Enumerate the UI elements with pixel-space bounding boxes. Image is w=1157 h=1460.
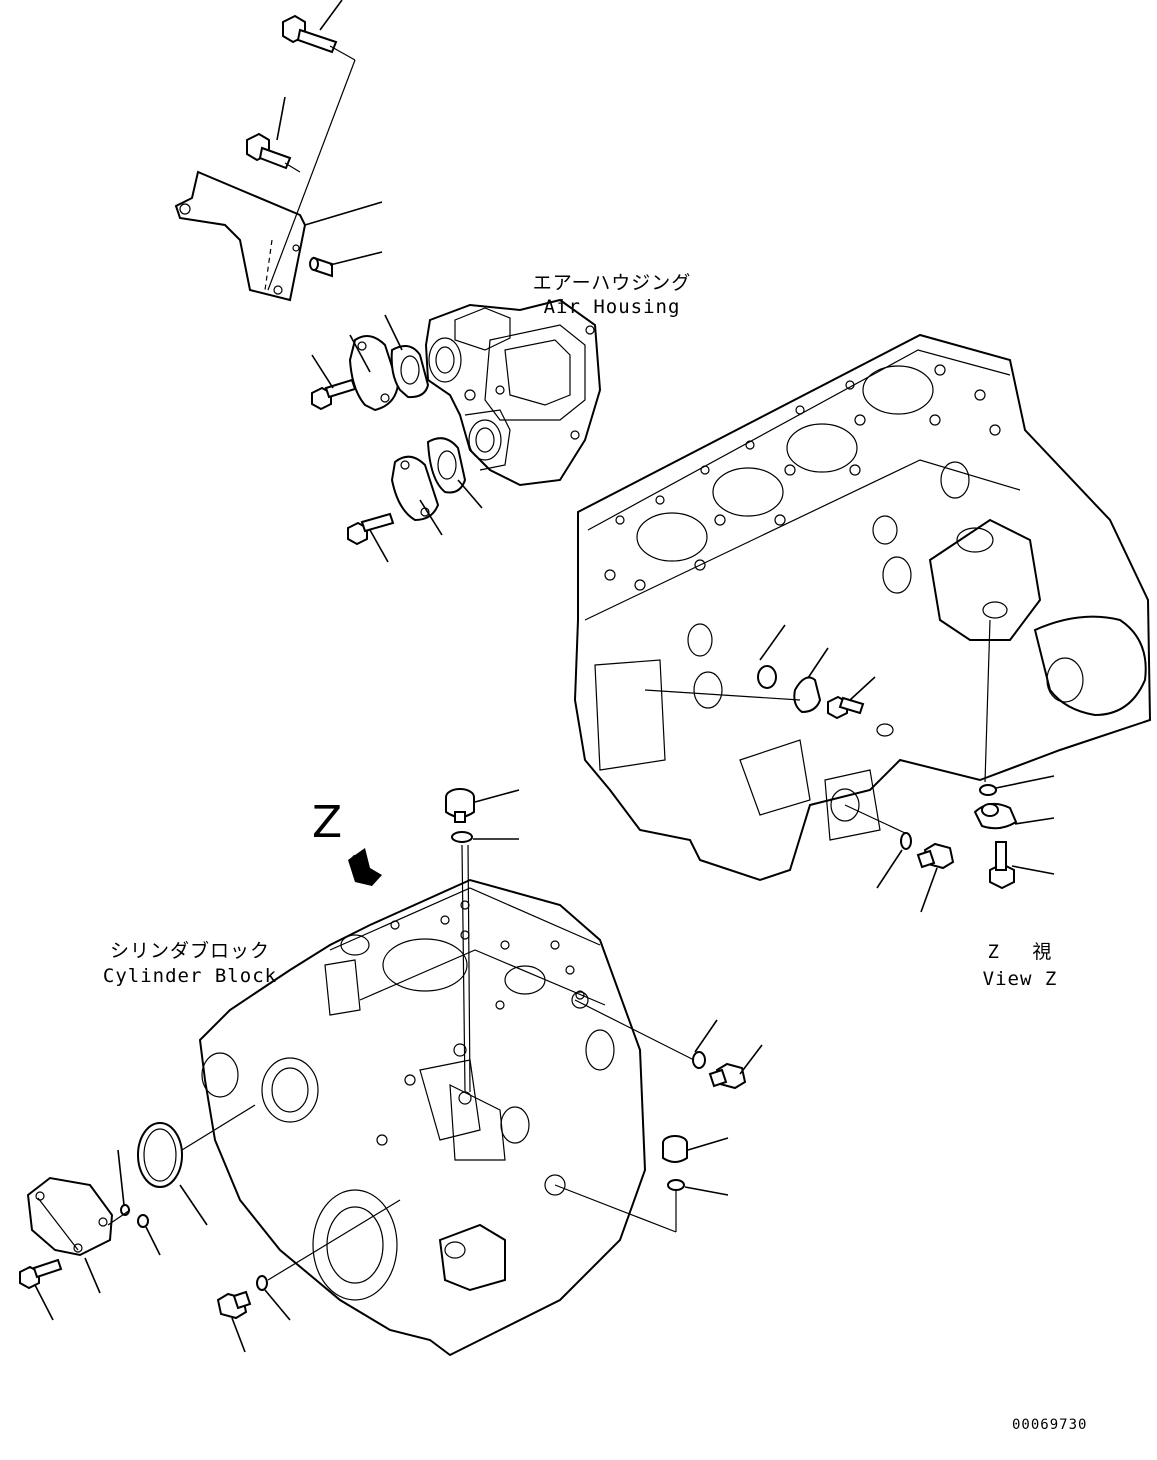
view-z-arrow <box>348 848 382 886</box>
front-cover-bolt <box>19 1258 63 1290</box>
block-side-oring-2 <box>667 1179 685 1191</box>
view-z-marker: Z <box>312 797 344 848</box>
view-z-bolt <box>989 841 1015 890</box>
bracket-bolt-upper <box>282 14 338 54</box>
bracket-spacer <box>309 256 333 278</box>
block-side-plug <box>708 1062 747 1090</box>
view-z-cover-bolt <box>827 695 865 720</box>
drawing-number: 00069730 <box>1012 1417 1088 1433</box>
view-z-plug-oring <box>757 665 777 689</box>
block-lower-oring <box>256 1275 268 1291</box>
bracket-plate <box>174 170 307 302</box>
view-z-plug <box>916 842 955 870</box>
air-housing-label-jp: エアーハウジング <box>532 272 692 294</box>
view-z-oring-small <box>979 784 997 796</box>
engine-block-view-z <box>573 333 1152 882</box>
bracket-bolt-lower <box>246 132 292 170</box>
air-housing-lower-cover <box>390 437 467 522</box>
block-lower-plug <box>216 1290 252 1320</box>
cylinder-block-label-en: Cylinder Block <box>102 965 278 987</box>
view-z-label-en: View Z <box>982 968 1058 990</box>
view-z-cover-plate <box>793 676 822 714</box>
block-side-oring <box>692 1051 706 1069</box>
block-socket-bolt <box>445 788 475 823</box>
front-cover-gasket-ring <box>137 1122 183 1188</box>
air-housing-lower-bolt <box>347 512 395 546</box>
view-z-flange-plug <box>973 802 1018 830</box>
front-cover-plate <box>26 1176 114 1257</box>
air-housing-upper-cover <box>348 335 430 412</box>
bracket-assembly <box>174 0 383 302</box>
cylinder-block <box>198 878 647 1357</box>
air-housing-upper-bolt <box>311 378 357 411</box>
air-housing-label-en: Air Housing <box>543 296 681 318</box>
front-cover-oring <box>137 1214 149 1228</box>
block-side-socket-bolt <box>662 1135 688 1163</box>
view-z-plug-oring-2 <box>900 832 912 850</box>
view-z-label-jp: Z 視 <box>987 941 1053 963</box>
air-housing <box>424 298 602 487</box>
block-socket-bolt-oring <box>451 831 473 843</box>
cylinder-block-label-jp: シリンダブロック <box>109 940 270 962</box>
